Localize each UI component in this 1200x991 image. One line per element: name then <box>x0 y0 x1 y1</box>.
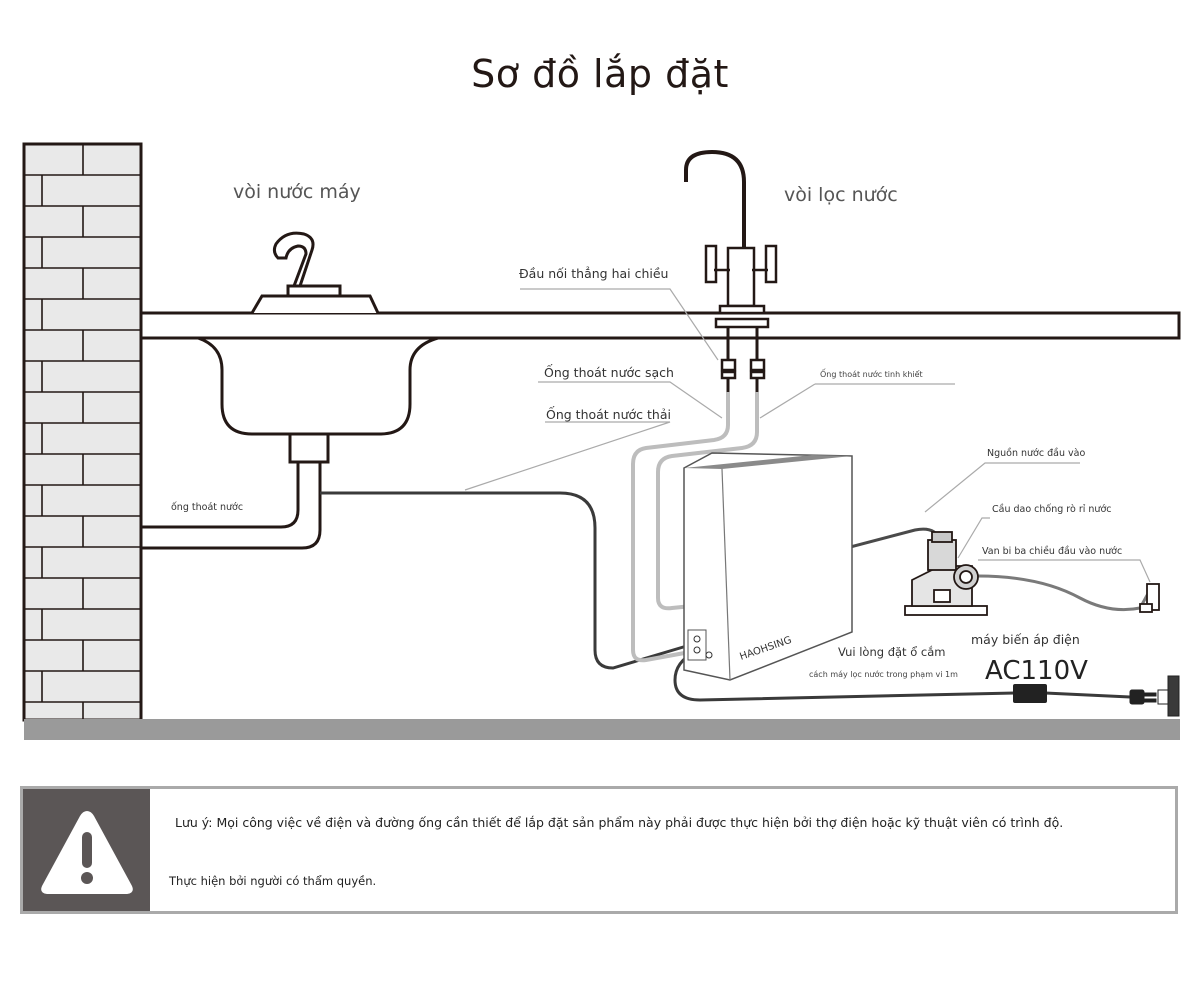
socket-note-label: Vui lòng đặt ổ cắm <box>838 645 945 659</box>
drain-pipe-label: ống thoát nước <box>171 502 243 513</box>
plug-icon <box>1129 675 1180 717</box>
leak-breaker-valve <box>904 531 1160 616</box>
tap-icon <box>272 231 342 298</box>
faucet-icon <box>684 149 778 392</box>
warning-icon-box <box>23 789 150 911</box>
countertop <box>139 311 1181 340</box>
sink <box>197 294 439 464</box>
drain-pipe <box>141 462 322 550</box>
clean-outlet-label: Ống thoát nước sạch <box>544 364 674 380</box>
waste-pipe <box>320 491 691 670</box>
voltage-label: AC110V <box>985 656 1088 686</box>
page-title: Sơ đồ lắp đặt <box>471 52 729 96</box>
filter-faucet-label: vòi lọc nước <box>784 184 898 206</box>
waste-outlet-label: Ống thoát nước thải <box>546 406 671 422</box>
warning-notice: Lưu ý: Mọi công việc về điện và đường ốn… <box>20 786 1178 914</box>
pure-outlet-label: Ống thoát nước tinh khiết <box>820 367 923 379</box>
tap-water-label: vòi nước máy <box>233 181 361 203</box>
warning-icon <box>41 811 133 894</box>
transformer-box <box>1013 684 1047 703</box>
water-inlet-label: Nguồn nước đầu vào <box>987 448 1085 459</box>
notice-line-2: Thực hiện bởi người có thẩm quyền. <box>169 874 377 888</box>
brick-wall <box>22 142 143 722</box>
two-way-connector-label: Đầu nối thẳng hai chiều <box>519 266 668 281</box>
installation-diagram: HAOHSING vòi nước máy vòi lọc nước Đầu n <box>22 142 1181 740</box>
transformer-label: máy biến áp điện <box>971 632 1080 647</box>
leader-lines <box>464 288 1151 583</box>
clean-pipes <box>631 392 759 663</box>
three-way-valve-label: Van bi ba chiều đầu vào nước <box>982 546 1122 557</box>
notice-line-1: Lưu ý: Mọi công việc về điện và đường ốn… <box>175 815 1064 830</box>
floor <box>24 719 1180 740</box>
valve-hose <box>977 574 1152 612</box>
socket-distance-label: cách máy lọc nước trong phạm vi 1m <box>809 669 958 680</box>
filter-machine: HAOHSING <box>683 452 853 681</box>
leak-breaker-label: Cầu dao chống rò rỉ nước <box>992 504 1111 515</box>
